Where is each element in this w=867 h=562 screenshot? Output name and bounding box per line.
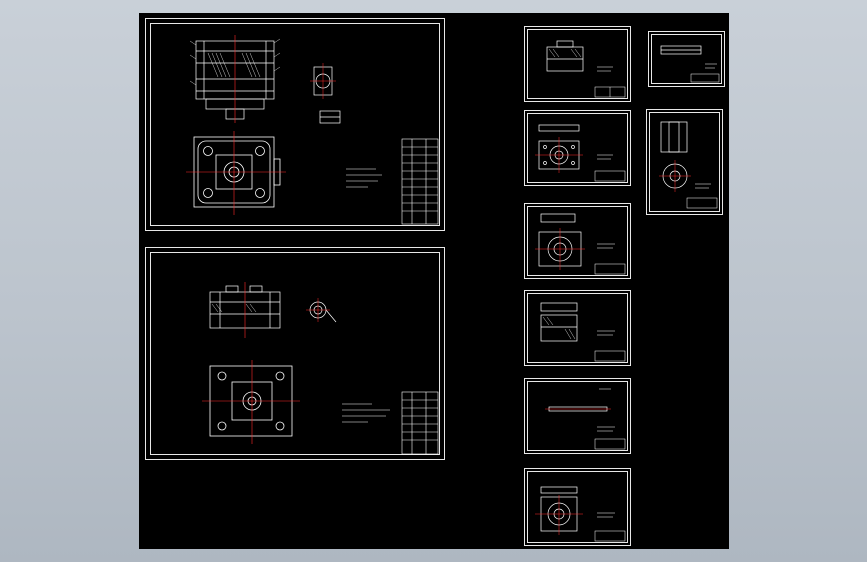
- part-3-geometry: [535, 213, 626, 275]
- part-7-geometry: [660, 45, 720, 83]
- part-1-geometry: [546, 40, 626, 98]
- part-drawing-sheet-6[interactable]: [524, 468, 631, 546]
- assembly-drawing-sheet-1[interactable]: [145, 18, 445, 231]
- part-2-geometry: [535, 124, 626, 182]
- part-drawing-sheet-8[interactable]: [646, 109, 723, 215]
- part-drawing-sheet-1[interactable]: [524, 26, 631, 102]
- assembly-2-geometry: [202, 282, 439, 455]
- part-4-geometry: [540, 302, 626, 362]
- part-drawing-sheet-3[interactable]: [524, 203, 631, 279]
- part-5-geometry: [545, 388, 626, 450]
- part-6-geometry: [535, 486, 626, 542]
- part-8-geometry: [659, 121, 718, 209]
- cad-drawing-viewport[interactable]: [139, 13, 729, 549]
- assembly-drawing-sheet-2[interactable]: [145, 247, 445, 460]
- part-drawing-sheet-4[interactable]: [524, 290, 631, 366]
- assembly-1-geometry: [186, 35, 439, 225]
- part-drawing-sheet-5[interactable]: [524, 378, 631, 454]
- part-drawing-sheet-2[interactable]: [524, 110, 631, 186]
- part-drawing-sheet-7[interactable]: [648, 31, 725, 87]
